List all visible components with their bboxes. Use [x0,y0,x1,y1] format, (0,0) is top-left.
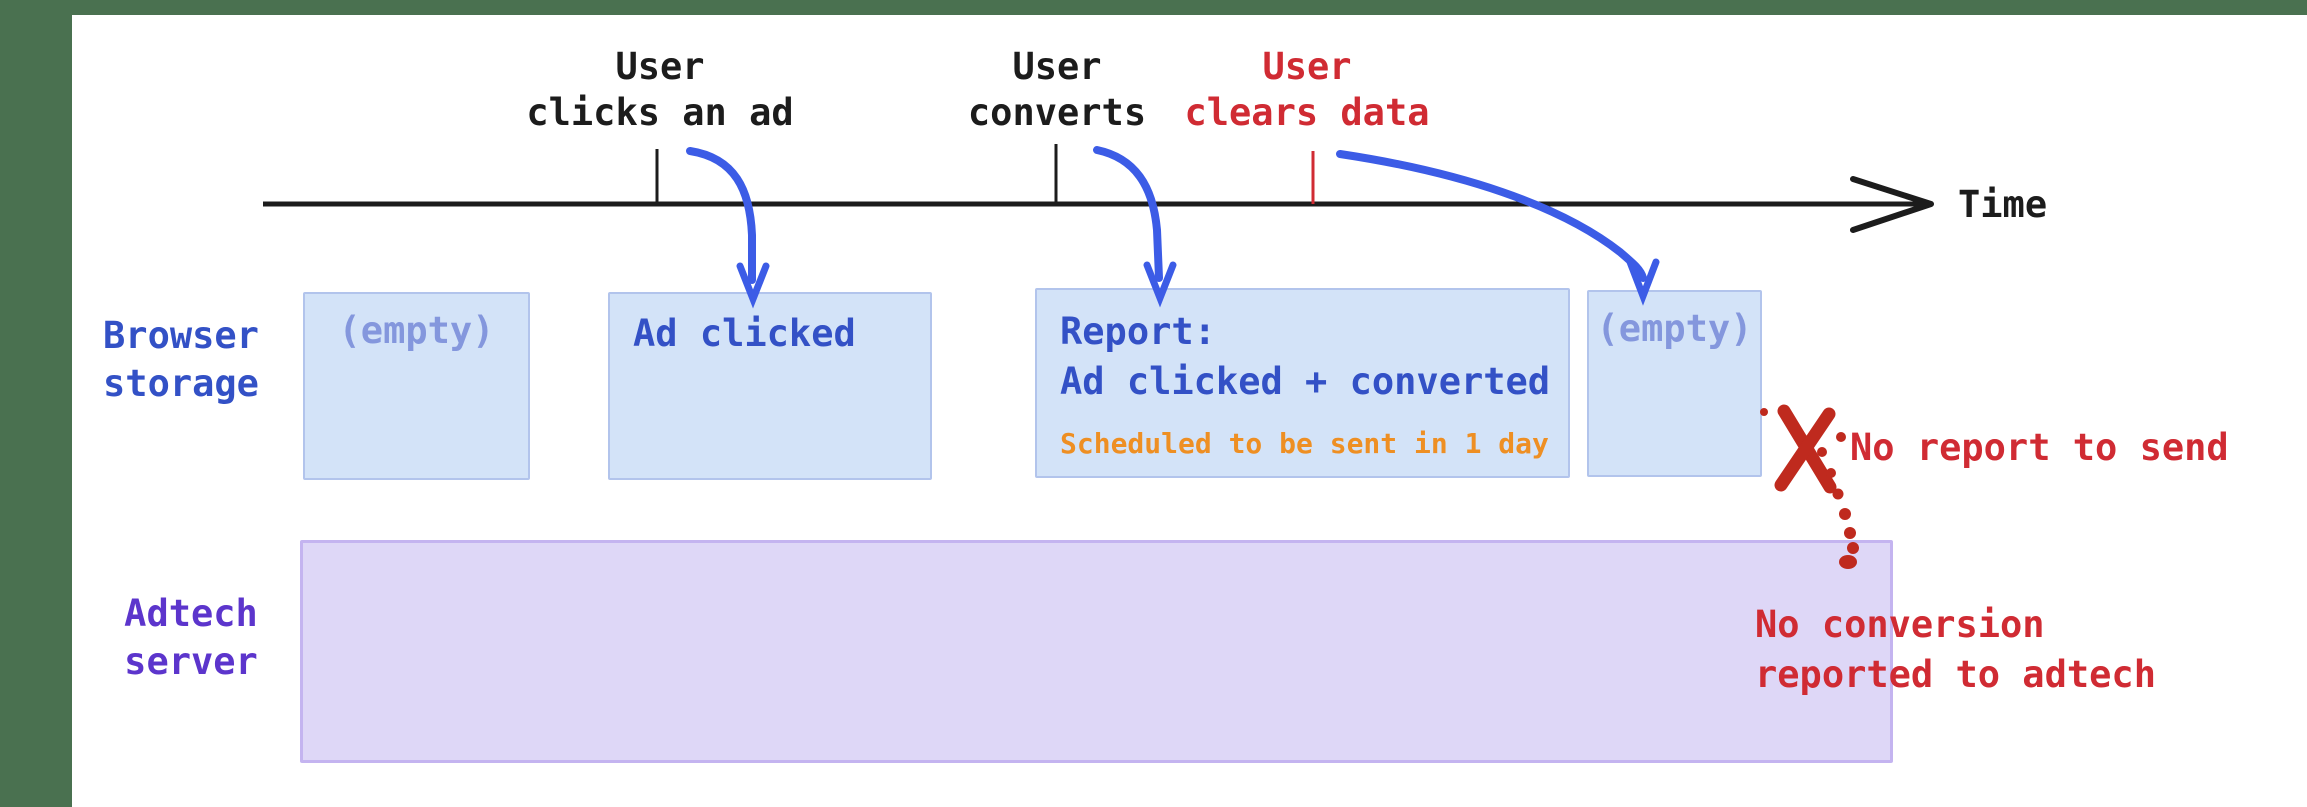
timeline-arrowhead-icon [1850,176,1934,233]
trail-dot [1839,508,1851,520]
arrow-convert-to-storage-head-icon [1143,261,1177,308]
trail-dot [1826,468,1836,478]
report-subtitle: Ad clicked + converted [1060,360,1551,403]
storage-box-empty-2: (empty) [1587,290,1762,477]
storage-box-report: Report: Ad clicked + converted Scheduled… [1035,288,1570,478]
event-label-user-clears-data: User clears data [1184,44,1429,136]
event-label-line: User [1012,45,1102,88]
adtech-server-box [300,540,1893,763]
browser-storage-row-label: Browser storage [103,312,259,408]
time-axis-label: Time [1958,183,2048,226]
report-title: Report: [1060,310,1216,353]
row-label-line: Browser [103,314,259,357]
trail-dot [1844,527,1856,539]
event-label-line: converts [967,91,1147,134]
row-label-line: storage [103,362,259,405]
event-label-user-clicks-ad: User clicks an ad [526,44,793,136]
top-frame-bar [0,0,2307,15]
left-frame-bar [0,0,72,807]
event-label-line: clicks an ad [526,91,794,134]
arrow-clear-to-storage [1336,150,1647,282]
adtech-server-row-label: Adtech server [124,590,258,686]
event-label-line: clears data [1184,91,1430,134]
event-label-line: User [1262,45,1352,88]
no-conversion-line: No conversion [1755,603,2045,646]
no-conversion-line: reported to adtech [1755,653,2156,696]
trail-dot-end [1839,555,1857,569]
trail-dot [1817,447,1827,457]
storage-box-text: Ad clicked [633,312,856,355]
row-label-line: server [124,640,258,683]
storage-box-empty-1: (empty) [303,292,530,480]
trail-dot [1836,432,1846,442]
dotted-report-trail [1760,408,1859,569]
trail-dot [1847,542,1859,554]
trail-dot [1832,488,1844,500]
arrow-convert-to-storage [1093,146,1163,282]
no-report-annotation: No report to send [1850,426,2229,469]
row-label-line: Adtech [124,592,258,635]
trail-dot [1760,408,1768,416]
arrow-clear-to-storage-head-icon [1626,258,1660,306]
no-conversion-annotation: No conversion reported to adtech [1755,600,2156,700]
event-label-line: User [615,45,705,88]
arrow-click-to-storage [686,147,756,284]
storage-box-ad-clicked: Ad clicked [608,292,932,480]
arrow-click-to-storage-head-icon [736,262,770,309]
storage-box-text: (empty) [338,309,495,352]
event-label-user-converts: User converts [968,44,1146,136]
report-schedule-note: Scheduled to be sent in 1 day [1060,427,1549,460]
x-mark-icon [1774,407,1836,492]
storage-box-text: (empty) [1596,307,1753,350]
